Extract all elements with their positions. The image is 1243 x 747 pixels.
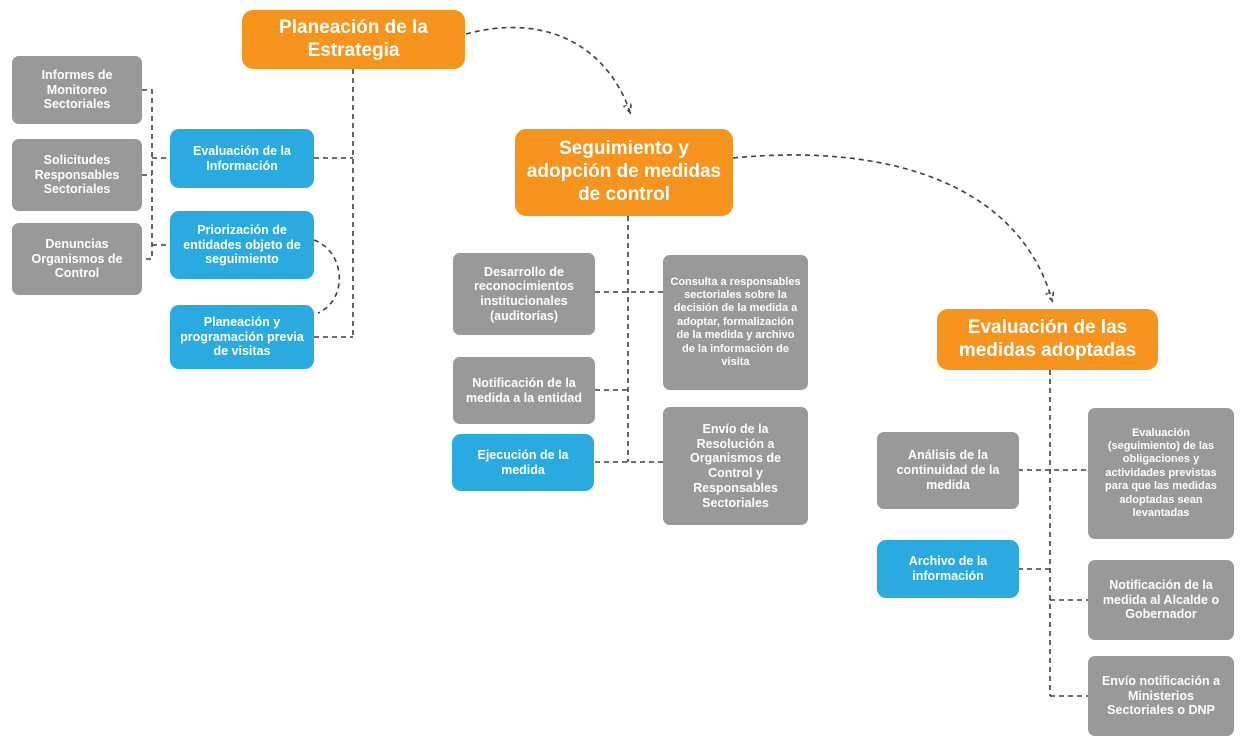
node-analisis-continuidad: Análisis de la continuidad de la medida	[877, 432, 1019, 509]
node-label: Evaluación de la Información	[193, 143, 291, 173]
node-envio-resolucion: Envío de la Resolución a Organismos de C…	[663, 407, 808, 525]
node-label: Evaluación (seguimiento) de las obligaci…	[1105, 426, 1217, 520]
node-envio-notificacion-ministerios: Envío notificación a Ministerios Sectori…	[1088, 656, 1234, 736]
node-label: Análisis de la continuidad de la medida	[896, 448, 1000, 492]
node-evaluacion-seguimiento-obligaciones: Evaluación (seguimiento) de las obligaci…	[1088, 408, 1234, 539]
phase-evaluacion-medidas: Evaluación de las medidas adoptadas	[937, 309, 1158, 370]
node-ejecucion-medida: Ejecución de la medida	[452, 434, 594, 491]
node-label: Notificación de la medida al Alcalde o G…	[1102, 577, 1220, 622]
arrow-phase1-phase2	[465, 26, 630, 112]
node-notificacion-alcalde: Notificación de la medida al Alcalde o G…	[1088, 560, 1234, 640]
node-label: Envío notificación a Ministerios Sectori…	[1101, 673, 1221, 718]
node-label: Ejecución de la medida	[477, 447, 569, 477]
node-consulta-responsables: Consulta a responsables sectoriales sobr…	[663, 255, 808, 390]
phase-label: Seguimiento y adopción de medidas de con…	[526, 138, 722, 205]
phase-label: Evaluación de las medidas adoptadas	[958, 316, 1137, 361]
node-desarrollo-reconocimientos: Desarrollo de reconocimientos institucio…	[453, 253, 595, 335]
node-label: Planeación y programación previa de visi…	[180, 314, 304, 359]
node-label: Informes de Monitoreo Sectoriales	[41, 67, 113, 112]
node-label: Priorización de entidades objeto de segu…	[183, 222, 301, 267]
connector-phase2-trunk	[595, 216, 663, 463]
connector-priorizacion-planeacion-arc	[313, 239, 341, 314]
connector-inputs-trunk	[142, 89, 170, 260]
node-label: Solicitudes Responsables Sectoriales	[34, 152, 120, 197]
node-label: Notificación de la medida a la entidad	[465, 375, 582, 405]
node-informes-monitoreo: Informes de Monitoreo Sectoriales	[12, 56, 142, 124]
node-archivo-informacion: Archivo de la información	[877, 540, 1019, 598]
node-planeacion-visitas: Planeación y programación previa de visi…	[170, 305, 314, 369]
phase-seguimiento-medidas: Seguimiento y adopción de medidas de con…	[515, 129, 733, 216]
node-label: Denuncias Organismos de Control	[31, 236, 123, 281]
node-label: Archivo de la información	[908, 554, 988, 583]
node-label: Envío de la Resolución a Organismos de C…	[690, 421, 781, 510]
phase-label: Planeación de la Estrategia	[279, 16, 428, 61]
node-label: Consulta a responsables sectoriales sobr…	[670, 275, 801, 369]
node-notificacion-medida-entidad: Notificación de la medida a la entidad	[453, 357, 595, 424]
node-denuncias-organismos: Denuncias Organismos de Control	[12, 223, 142, 295]
node-label: Desarrollo de reconocimientos institucio…	[473, 264, 575, 323]
phase-planeacion-estrategia: Planeación de la Estrategia	[242, 10, 465, 69]
node-priorizacion-entidades: Priorización de entidades objeto de segu…	[170, 211, 314, 279]
connector-phase1-trunk	[314, 69, 354, 338]
connector-phase3-trunk	[1018, 370, 1088, 697]
node-solicitudes-responsables: Solicitudes Responsables Sectoriales	[12, 139, 142, 211]
node-evaluacion-informacion: Evaluación de la Información	[170, 129, 314, 188]
